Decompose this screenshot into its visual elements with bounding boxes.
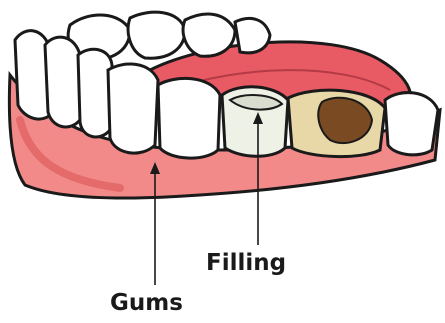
tooth-2 [45, 37, 80, 127]
tooth-4 [108, 64, 158, 153]
gums-label: Gums [110, 290, 183, 316]
tooth-6 [385, 93, 438, 155]
tooth-5 [158, 78, 220, 158]
tooth-3 [78, 49, 112, 137]
filling-label: Filling [206, 250, 286, 276]
